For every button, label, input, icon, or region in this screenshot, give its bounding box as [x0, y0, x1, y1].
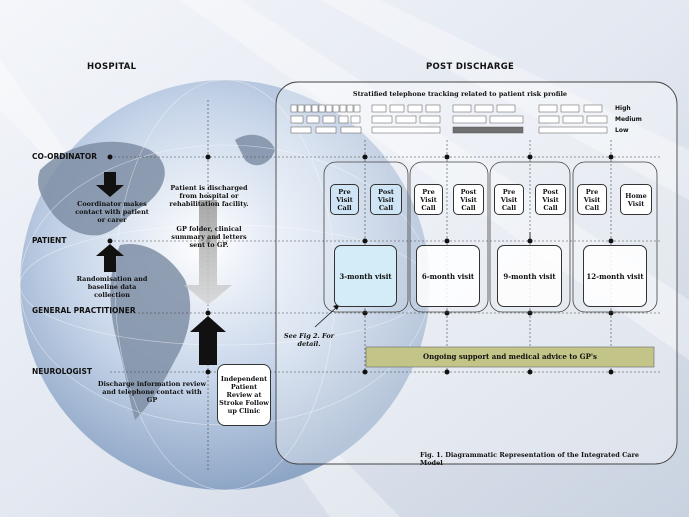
patient-up-arrow [96, 244, 124, 272]
pre-visit-call-12m: Pre Visit Call [577, 184, 607, 215]
coordinator-down-arrow [96, 172, 124, 197]
visit-3-month: 3-month visit [334, 245, 397, 307]
visit-9-month: 9-month visit [497, 245, 562, 307]
independent-review-box: Independent Patient Review at Stroke Fol… [217, 364, 271, 426]
post-discharge-header: POST DISCHARGE [426, 62, 515, 72]
role-neurologist: NEUROLOGIST [32, 367, 92, 376]
figure-caption: Fig. 1. Diagrammatic Representation of t… [420, 451, 640, 467]
see-fig-note: See Fig 2. For detail. [283, 332, 335, 348]
gp-folder-note: GP folder, clinical summary and letters … [171, 225, 247, 249]
discharged-note: Patient is discharged from hospital or r… [169, 184, 249, 208]
gp-up-arrow [190, 316, 226, 365]
role-coordinator: CO-ORDINATOR [32, 152, 98, 161]
risk-grid [290, 104, 608, 134]
visit-6-month: 6-month visit [416, 245, 480, 307]
role-gp: GENERAL PRACTITIONER [32, 306, 136, 315]
hospital-header: HOSPITAL [87, 62, 137, 72]
role-patient: PATIENT [32, 236, 67, 245]
coordinator-contact-note: Coordinator makes contact with patient o… [75, 200, 149, 224]
ongoing-support-bar [365, 346, 655, 368]
visit-12-month: 12-month visit [583, 245, 647, 307]
pre-visit-call-9m: Pre Visit Call [494, 184, 524, 215]
randomisation-note: Randomisation and baseline data collecti… [76, 275, 148, 299]
pre-visit-call-3m: Pre Visit Call [330, 184, 359, 215]
ongoing-support-label: Ongoing support and medical advice to GP… [423, 352, 597, 361]
risk-profile-title: Stratified telephone tracking related to… [352, 90, 568, 98]
post-visit-call-3m: Post Visit Call [370, 184, 402, 215]
risk-level-high: High [615, 105, 631, 112]
home-visit-12m: Home Visit [620, 184, 652, 215]
risk-level-low: Low [615, 127, 629, 134]
risk-level-medium: Medium [615, 116, 642, 123]
post-visit-call-6m: Post Visit Call [453, 184, 484, 215]
pre-visit-call-6m: Pre Visit Call [414, 184, 443, 215]
discharge-review-note: Discharge information review and telepho… [97, 380, 207, 404]
post-visit-call-9m: Post Visit Call [535, 184, 566, 215]
discharge-down-arrow [184, 200, 232, 305]
